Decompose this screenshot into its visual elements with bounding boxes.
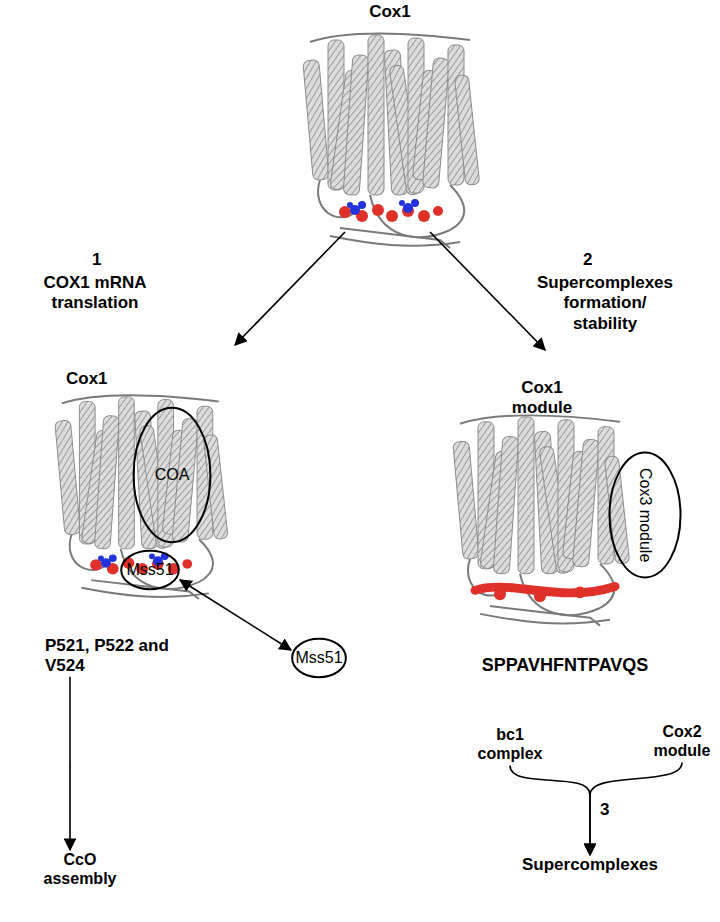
protein-ellipse: Mss51 <box>120 550 180 590</box>
complex-ellipse: COA <box>132 405 212 545</box>
callout-number: 3 <box>600 800 609 820</box>
edge-label: Supercomplexes formation/ stability <box>535 273 675 334</box>
protein-structure: Cox1COA Mss51 <box>50 345 250 605</box>
module-label: Cox2 module <box>648 722 716 760</box>
outcome-label: Supercomplexes <box>520 855 660 875</box>
residue-text: P521, P522 and V524 <box>45 636 205 677</box>
outcome-text: Supercomplexes <box>520 855 660 875</box>
structure-label: Cox1 <box>290 2 490 22</box>
outcome-label: CcO assembly <box>35 850 125 888</box>
protein-label: Mss51 <box>295 648 342 667</box>
arrow-connector <box>510 765 590 855</box>
complex-text: bc1 complex <box>475 725 545 763</box>
ellipse-shape <box>292 639 346 677</box>
protein-structure <box>453 415 630 625</box>
structure-label: Cox1 module <box>507 378 577 419</box>
sequence-label: SPPAVHFNTPAVQS <box>455 655 675 677</box>
residue-label: P521, P522 and V524 <box>45 636 205 677</box>
structure-label: Cox1 <box>66 369 146 389</box>
sequence-text: SPPAVHFNTPAVQS <box>455 655 675 677</box>
ellipse-shape <box>121 551 179 589</box>
arrow-connector <box>430 232 545 350</box>
callout-number: 1 <box>92 250 101 270</box>
protein-ellipse: Mss51 <box>291 638 347 678</box>
ellipse-shape <box>134 408 211 542</box>
module-text: Cox2 module <box>648 722 716 760</box>
complex-label: COA <box>155 465 190 484</box>
arrow-connector <box>69 677 71 850</box>
complex-label: bc1 complex <box>475 725 545 763</box>
module-label: Cox3 module <box>635 468 654 562</box>
callout-number: 2 <box>583 250 592 270</box>
protein-label: Mss51 <box>126 560 173 579</box>
protein-structure <box>303 33 480 248</box>
ellipse-shape <box>609 453 680 578</box>
module-ellipse: Cox3 module <box>608 450 682 580</box>
arrow-connector <box>590 762 682 855</box>
protein-structure: Cox1 <box>290 0 490 232</box>
arrow-connector <box>235 232 345 345</box>
protein-structure: Cox1 moduleCox3 module <box>445 350 685 635</box>
outcome-text: CcO assembly <box>35 850 125 888</box>
protein-structure <box>55 395 228 599</box>
edge-label: COX1 mRNA translation <box>30 273 160 314</box>
arrow-connector <box>180 580 291 650</box>
